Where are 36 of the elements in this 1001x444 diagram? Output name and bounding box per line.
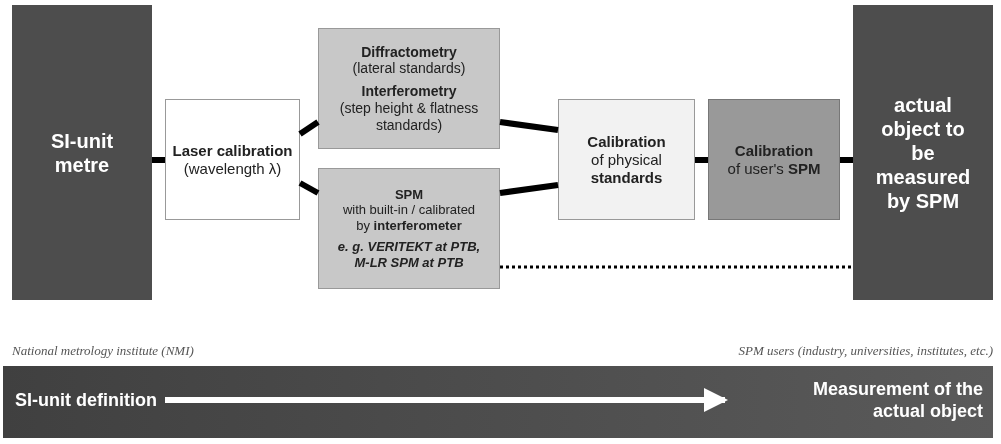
group-label: National metrology institute (NMI) [12,343,194,359]
heading-text: SI-unit metre [49,128,115,177]
heading-text: Measurement of the actual object [811,379,983,423]
heading-text: actual object to be measured by SPM [875,92,971,213]
connector-line [298,119,320,137]
group-label: SPM users (industry, universities, institutes, etc.) [738,343,993,359]
connector-line [152,157,165,163]
heading-text: Calibration [734,141,814,160]
heading-text: Diffractometry [361,43,457,61]
heading-text: Interferometry [361,83,457,100]
connector-line [695,157,708,163]
body-text: (step height & flatness standards) [338,99,480,134]
connector-line [500,265,853,269]
body-text: of user's SPM [727,159,821,178]
body-text: of physical standards [589,150,664,187]
process-box [165,99,300,220]
heading-text: Calibration [587,132,666,151]
process-box [558,99,695,220]
heading-text: Laser calibration [172,141,293,160]
process-box [708,99,840,220]
heading-text: SI-unit definition [15,390,157,412]
connector-line [298,180,320,196]
body-text: (lateral standards) [352,60,466,78]
connector-line [499,182,559,196]
method-box [318,28,500,149]
example-text: e. g. VERITEKT at PTB, M-LR SPM at PTB [336,239,482,271]
target-box [853,5,993,300]
heading-text: SPM [394,186,424,203]
flow-band [3,366,993,438]
connector-line [499,119,559,133]
arrow [165,388,728,412]
method-box [318,168,500,289]
connector-line [840,157,853,163]
body-text: (wavelength λ) [183,159,282,178]
source-box [12,5,152,300]
body-text: with built-in / calibrated by interferometer [341,202,477,234]
